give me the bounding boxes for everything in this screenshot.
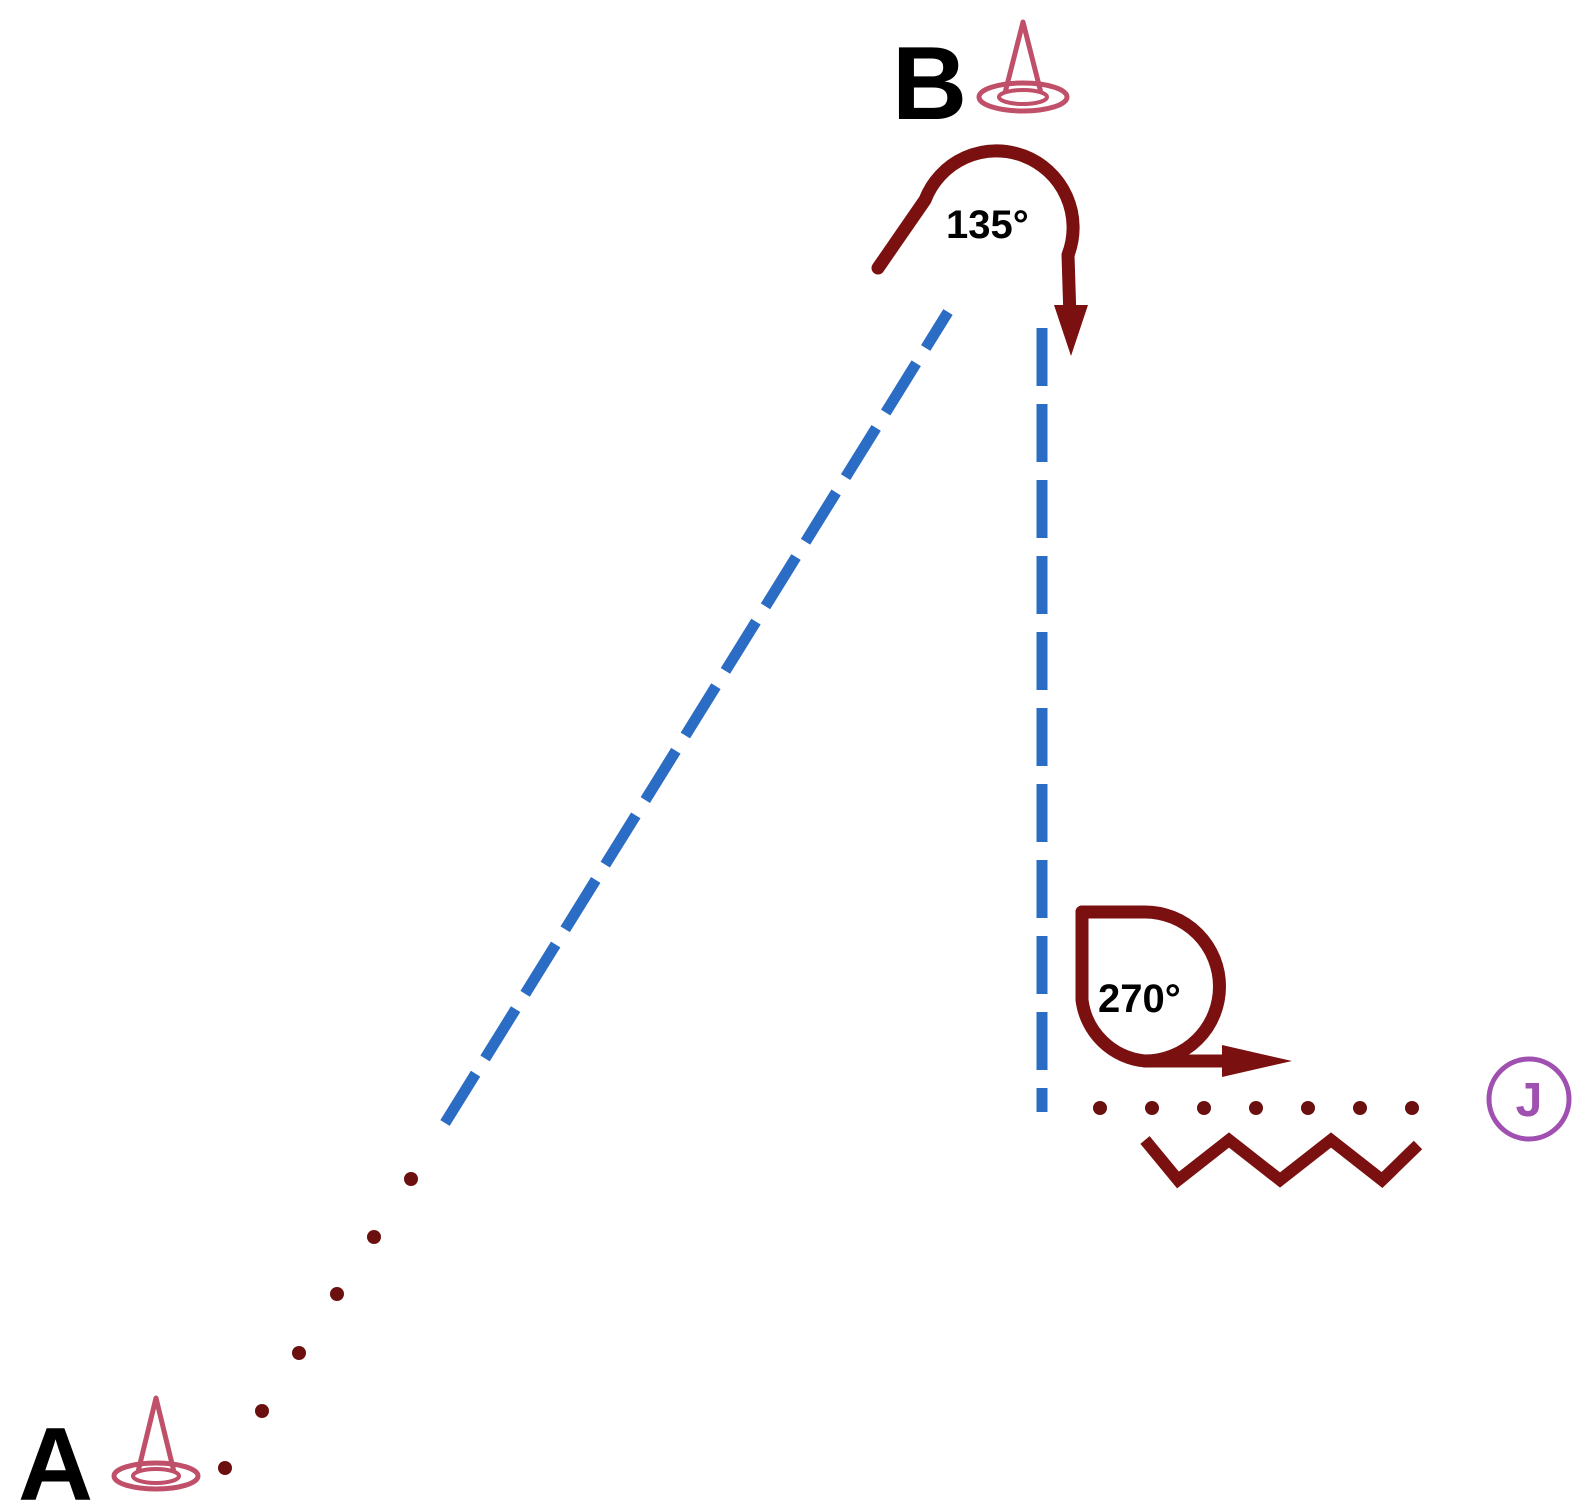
zigzag-icon: [1140, 1132, 1423, 1189]
dotted-route-end: [1093, 1101, 1419, 1115]
turn-270-label: 270°: [1098, 977, 1181, 1021]
point-a-label: A: [18, 1407, 93, 1506]
dashed-route-diagonal: [440, 309, 953, 1126]
turn-arrow-icon: [871, 144, 1088, 356]
player-j-marker: J: [1486, 1056, 1572, 1142]
cone-icon: [111, 1395, 201, 1492]
dotted-route-start: [218, 1172, 418, 1475]
turn-135-label: 135°: [946, 203, 1029, 247]
turn-arrow-icon: [1075, 905, 1292, 1077]
point-b-label: B: [892, 26, 967, 142]
player-j-label: J: [1516, 1074, 1543, 1127]
cone-icon: [976, 19, 1070, 114]
